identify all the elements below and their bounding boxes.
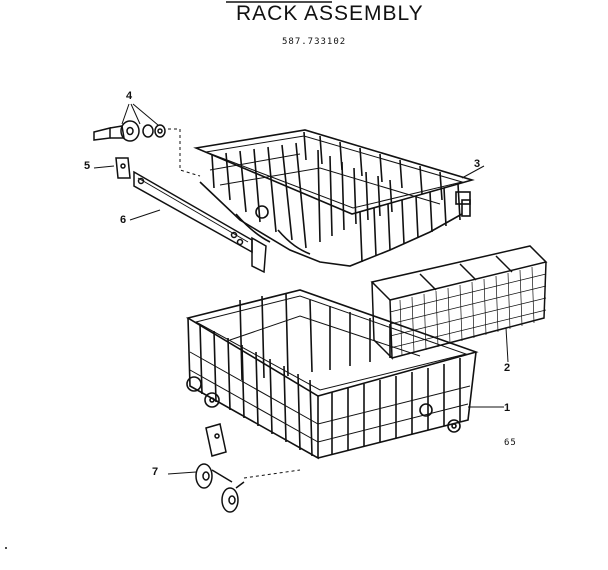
hardware-set (93, 120, 201, 177)
silverware-basket (370, 245, 548, 360)
callout-5: 5 (84, 160, 91, 172)
diagram-title: RACK ASSEMBLY (236, 2, 424, 25)
callout-2: 2 (504, 362, 511, 374)
callout-3: 3 (474, 158, 481, 170)
figure-code: 65 (504, 438, 517, 448)
upper-rack (193, 129, 475, 267)
model-number: 587.733102 (282, 37, 347, 47)
wheel-assembly (195, 423, 301, 513)
lower-rack (185, 289, 479, 460)
callout-7: 7 (152, 466, 159, 478)
callout-1: 1 (504, 402, 511, 414)
callout-6: 6 (120, 214, 127, 226)
callout-4: 4 (126, 90, 133, 102)
slide-rail (115, 157, 267, 274)
